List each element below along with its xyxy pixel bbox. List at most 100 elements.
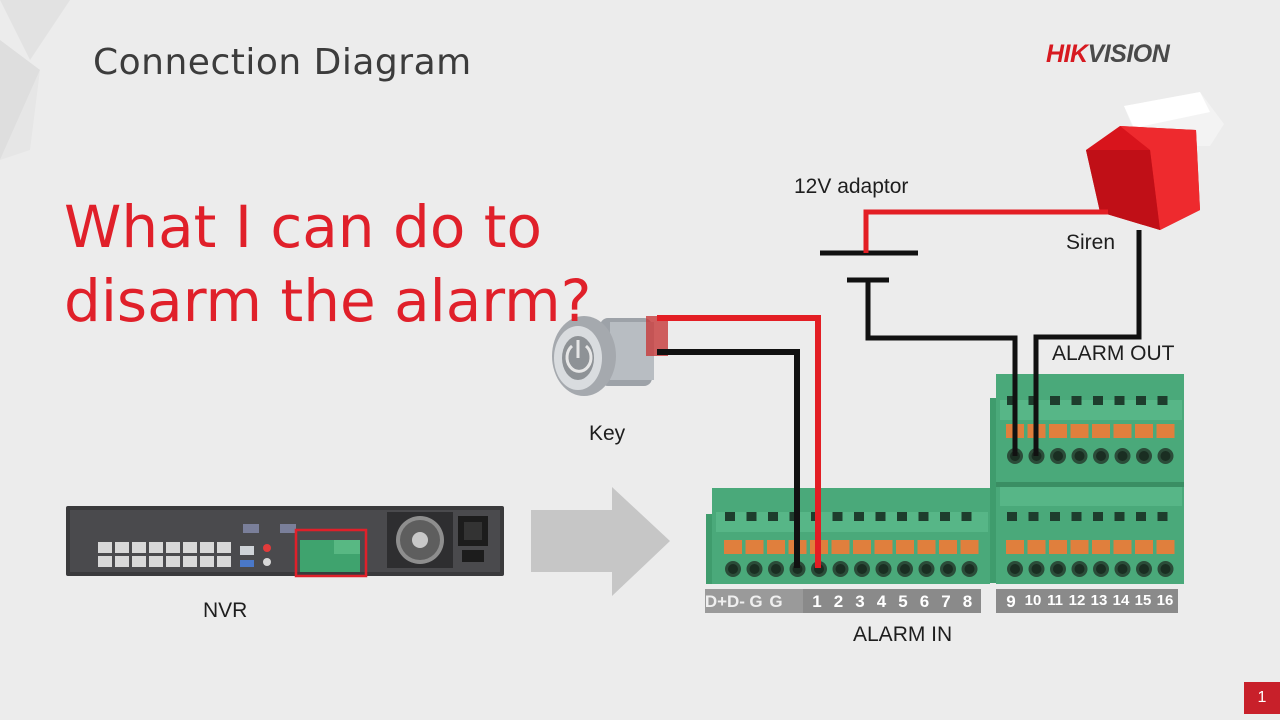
terminal-release-tab [1006, 540, 1024, 554]
corner-decoration [0, 0, 70, 160]
terminal-hole [875, 512, 886, 521]
terminal-release-tab [1113, 540, 1132, 554]
ethernet-ports [98, 542, 231, 567]
siren-device [1086, 92, 1224, 230]
terminal-screw-center [921, 564, 932, 574]
terminal-hole [725, 512, 735, 521]
terminal-hole [746, 512, 757, 521]
terminal-hole [918, 512, 929, 521]
terminal-screw-center [1010, 564, 1020, 574]
terminal-hole [1028, 512, 1039, 521]
terminal-release-tab [1070, 540, 1089, 554]
terminal-hole [1007, 396, 1017, 405]
terminal-release-tab [1070, 424, 1089, 438]
terminal-number: 6 [919, 592, 930, 611]
terminal-number: 10 [1024, 592, 1042, 609]
terminal-release-tab [960, 540, 979, 554]
nvr-device [66, 506, 504, 578]
hikvision-logo: HIKVISION [1046, 40, 1170, 69]
terminal-hole [940, 512, 950, 521]
label-alarm-in: ALARM IN [853, 623, 953, 646]
terminal-release-tab [1049, 540, 1067, 554]
ethernet-port [132, 556, 146, 567]
terminal-screw-center [1053, 451, 1063, 461]
terminal-number: 15 [1134, 592, 1152, 609]
wire-adaptor-red [863, 209, 1108, 253]
logo-hik: HIK [1046, 40, 1088, 68]
terminal-number: 8 [962, 592, 973, 611]
terminal-number: D- [727, 592, 745, 611]
terminal-screw-center [857, 564, 867, 574]
terminal-release-tab [1156, 424, 1175, 438]
terminal-release-tab [939, 540, 957, 554]
terminal-hole [854, 512, 864, 521]
terminal-hole [1093, 512, 1103, 521]
ethernet-port [98, 542, 112, 553]
terminal-release-tab [724, 540, 742, 554]
alarm-terminal-highlight [294, 528, 368, 578]
terminal-release-tab [1113, 424, 1132, 438]
terminal-hole [1157, 512, 1168, 521]
alarm-out-terminal-block [990, 374, 1184, 584]
question-line-2: disarm the alarm? [64, 267, 592, 335]
terminal-hole [897, 512, 907, 521]
terminal-release-tab [1092, 540, 1110, 554]
terminal-hole [961, 512, 972, 521]
wire-key-red [657, 315, 821, 568]
question-line-1: What I can do to [64, 193, 542, 261]
ethernet-port [217, 556, 231, 567]
key-button [552, 316, 668, 396]
terminal-hole [1071, 512, 1082, 521]
terminal-hole [1114, 396, 1125, 405]
terminal-hole [1157, 396, 1168, 405]
terminal-hole [1007, 512, 1017, 521]
wire-adaptor-black [865, 280, 1018, 456]
ethernet-port [149, 542, 163, 553]
page-number: 1 [1244, 682, 1280, 714]
terminal-screw-center [964, 564, 975, 574]
terminal-number: 1 [812, 592, 822, 611]
terminal-screw-center [728, 564, 738, 574]
terminal-screw-center [749, 564, 760, 574]
wire-key-black [657, 349, 800, 568]
terminal-number: 5 [898, 592, 908, 611]
ethernet-port [98, 556, 112, 567]
terminal-number: G [769, 592, 783, 611]
terminal-release-tab [917, 540, 936, 554]
terminal-screw-center [878, 564, 889, 574]
terminal-screw-center [1160, 564, 1171, 574]
terminal-hole [1136, 396, 1146, 405]
terminal-release-tab [1049, 424, 1067, 438]
alarm-in-terminal-block [706, 488, 990, 584]
terminal-number: 12 [1068, 592, 1086, 609]
terminal-release-tab [1027, 540, 1046, 554]
terminal-number: 4 [876, 592, 887, 611]
terminal-hole [1050, 512, 1060, 521]
wire-siren-black [1033, 230, 1142, 456]
terminal-number: 14 [1112, 592, 1130, 609]
terminal-release-tab [853, 540, 871, 554]
terminal-number: 13 [1090, 592, 1108, 609]
terminal-release-tab [1092, 424, 1110, 438]
terminal-screw-center [1160, 451, 1171, 461]
terminal-screw-center [1117, 451, 1128, 461]
terminal-hole [1071, 396, 1082, 405]
label-alarm-out: ALARM OUT [1052, 342, 1175, 365]
terminal-screw-center [1096, 451, 1106, 461]
terminal-release-tab [745, 540, 764, 554]
ethernet-port [183, 542, 197, 553]
terminal-screw-center [1117, 564, 1128, 574]
terminal-release-tab [896, 540, 914, 554]
terminal-number: 7 [941, 592, 951, 611]
terminal-screw-center [1031, 564, 1042, 574]
terminal-release-tab [1156, 540, 1175, 554]
logo-vision: VISION [1087, 40, 1170, 68]
terminal-number: 16 [1156, 592, 1174, 609]
ethernet-port [200, 542, 214, 553]
label-key: Key [589, 422, 626, 445]
ethernet-port [166, 556, 180, 567]
terminal-hole [1050, 396, 1060, 405]
slide-title: Connection Diagram [93, 42, 472, 83]
ethernet-port [132, 542, 146, 553]
